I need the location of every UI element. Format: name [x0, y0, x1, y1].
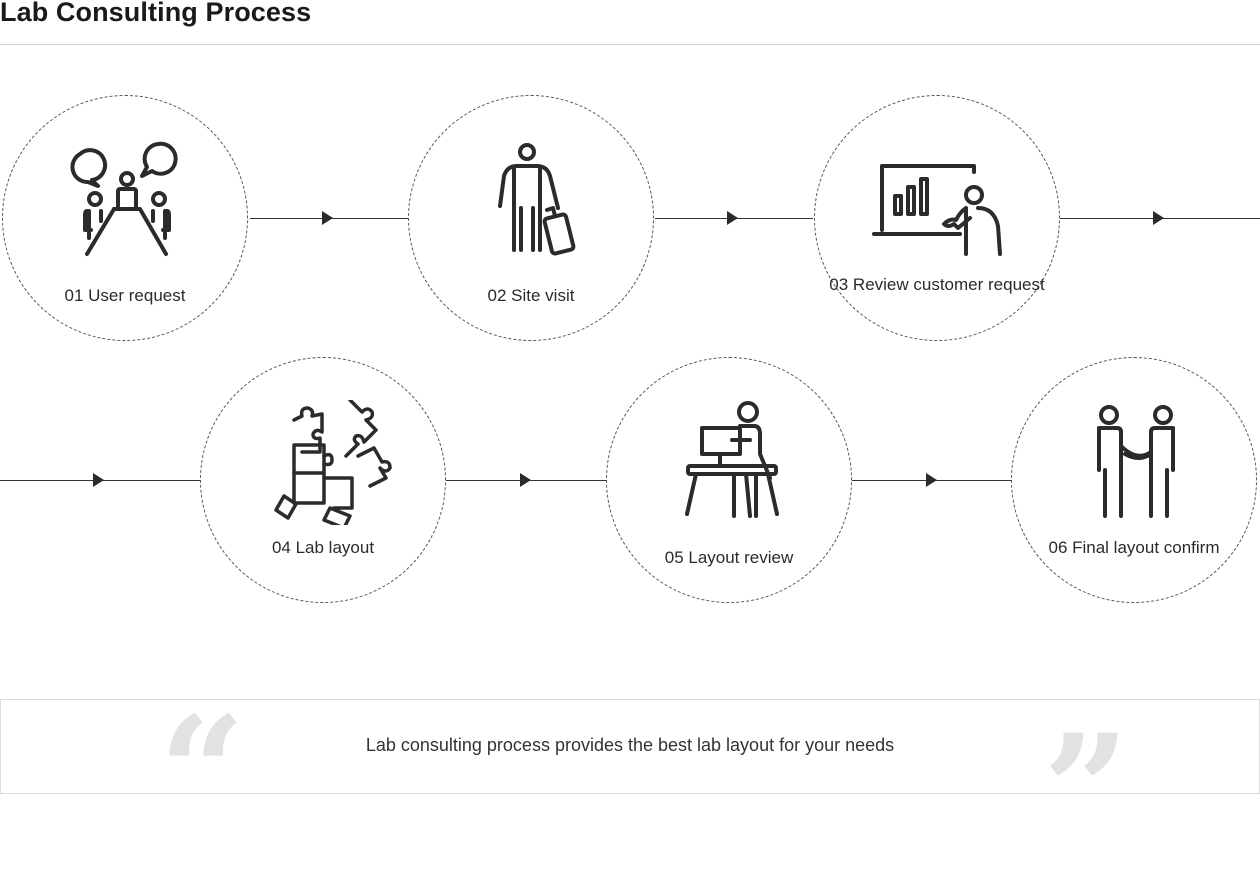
step-review-customer-request: 03 Review customer request	[814, 95, 1060, 341]
open-quote-icon: “	[159, 684, 246, 860]
step-label: 05 Layout review	[664, 548, 794, 567]
arrow-right-icon	[926, 473, 937, 487]
step-site-visit: 02 Site visit	[408, 95, 654, 341]
meeting-icon	[70, 141, 178, 256]
arrow-right-icon	[727, 211, 738, 225]
step-label: 01 User request	[64, 286, 186, 305]
step-label: 03 Review customer request	[829, 275, 1045, 294]
arrow-right-icon	[93, 473, 104, 487]
page-title: Lab Consulting Process	[0, 0, 312, 27]
step-lab-layout: 04 Lab layout	[200, 357, 446, 603]
step-label: 06 Final layout confirm	[1048, 538, 1220, 557]
footer-banner: “ Lab consulting process provides the be…	[0, 697, 1260, 865]
arrow-right-icon	[520, 473, 531, 487]
desk-worker-icon	[685, 401, 779, 518]
step-label: 04 Lab layout	[271, 538, 375, 557]
step-final-layout-confirm: 06 Final layout confirm	[1011, 357, 1257, 603]
step-layout-review: 05 Layout review	[606, 357, 852, 603]
arrow-right-icon	[1153, 211, 1164, 225]
traveler-icon	[498, 143, 576, 256]
arrow-right-icon	[322, 211, 333, 225]
title-divider	[0, 44, 1260, 45]
step-user-request: 01 User request	[2, 95, 248, 341]
presentation-icon	[872, 164, 1002, 256]
step-label: 02 Site visit	[487, 286, 575, 305]
footer-text: Lab consulting process provides the best…	[365, 735, 895, 755]
close-quote-icon: ”	[1043, 702, 1130, 878]
handshake-icon	[1097, 405, 1175, 518]
puzzle-icon	[274, 400, 392, 525]
